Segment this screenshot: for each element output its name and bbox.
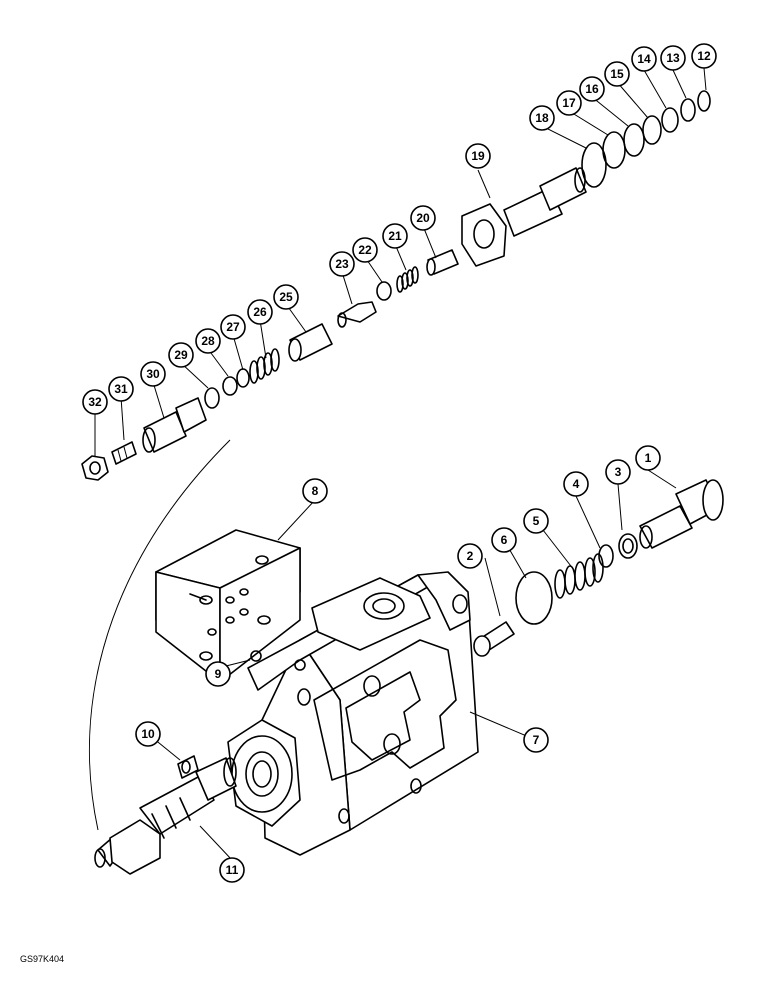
callout-label: 30: [146, 367, 160, 381]
callout-2: 2: [457, 543, 483, 569]
callout-label: 1: [645, 451, 652, 465]
part-adjuster-30: [142, 397, 207, 453]
callout-9: 9: [205, 661, 231, 687]
part-spool-11: [94, 757, 237, 875]
callout-13: 13: [660, 45, 686, 71]
callout-label: 2: [467, 549, 474, 563]
part-body-19: [461, 167, 587, 267]
part-spring-seat-27: [236, 368, 250, 388]
callout-27: 27: [220, 314, 246, 340]
callout-8: 8: [302, 478, 328, 504]
part-washer-22: [376, 281, 392, 301]
part-poppet-2: [473, 621, 515, 657]
callout-7: 7: [523, 727, 549, 753]
part-oring-14: [661, 107, 679, 133]
callout-17: 17: [556, 90, 582, 116]
callout-20: 20: [410, 205, 436, 231]
part-seat-28: [222, 376, 238, 396]
callout-label: 8: [312, 484, 319, 498]
part-plug-10: [177, 755, 199, 779]
part-oring-29: [204, 387, 220, 409]
part-oring-4: [598, 544, 614, 568]
callout-label: 23: [335, 257, 349, 271]
callout-label: 10: [141, 727, 155, 741]
callout-label: 14: [637, 52, 651, 66]
callout-16: 16: [579, 76, 605, 102]
callout-29: 29: [168, 342, 194, 368]
callout-label: 9: [215, 667, 222, 681]
callout-label: 32: [88, 395, 102, 409]
callout-label: 28: [201, 334, 215, 348]
callout-26: 26: [247, 299, 273, 325]
callout-label: 15: [610, 67, 624, 81]
callout-label: 4: [573, 477, 580, 491]
callout-label: 3: [615, 465, 622, 479]
part-spring-21: [396, 266, 419, 293]
callout-14: 14: [631, 46, 657, 72]
callout-label: 5: [533, 514, 540, 528]
part-piston-20: [426, 249, 459, 276]
callout-12: 12: [691, 43, 717, 69]
part-housing: [227, 571, 479, 856]
callout-6: 6: [491, 527, 517, 553]
part-spring-5: [554, 553, 604, 599]
callout-21: 21: [382, 223, 408, 249]
part-nut-32: [81, 455, 109, 481]
part-ring-13: [680, 98, 696, 122]
part-sleeve-25: [288, 323, 333, 362]
drawing-code: GS97K404: [20, 954, 64, 964]
part-poppet-23: [337, 301, 377, 328]
callout-label: 11: [226, 863, 239, 877]
callout-5: 5: [523, 508, 549, 534]
callout-label: 19: [471, 149, 485, 163]
callout-15: 15: [604, 61, 630, 87]
callout-leaders: [94, 67, 707, 861]
part-oring-18: [581, 142, 607, 188]
callout-18: 18: [529, 105, 555, 131]
callout-label: 25: [279, 290, 293, 304]
callout-23: 23: [329, 251, 355, 277]
callout-10: 10: [135, 721, 161, 747]
callout-22: 22: [352, 237, 378, 263]
callout-label: 16: [585, 82, 599, 96]
callout-label: 31: [114, 382, 128, 396]
callout-label: 13: [666, 51, 680, 65]
part-cartridge-1: [639, 479, 724, 549]
callout-label: 20: [416, 211, 430, 225]
assembly-guide-line: [89, 439, 231, 831]
callout-label: 17: [562, 96, 576, 110]
callout-11: 11: [219, 857, 245, 883]
part-ring-15: [642, 115, 662, 145]
part-oring-16: [623, 123, 645, 157]
callout-label: 7: [533, 733, 540, 747]
callout-28: 28: [195, 328, 221, 354]
part-screw-31: [111, 441, 137, 465]
callout-31: 31: [108, 376, 134, 402]
part-oring-9: [250, 650, 262, 662]
callout-label: 21: [388, 229, 402, 243]
callout-1: 1: [635, 445, 661, 471]
callout-label: 22: [358, 243, 372, 257]
callout-3: 3: [605, 459, 631, 485]
callout-label: 6: [501, 533, 508, 547]
callout-19: 19: [465, 143, 491, 169]
callout-32: 32: [82, 389, 108, 415]
part-oring-6: [515, 571, 553, 625]
callout-label: 12: [697, 49, 711, 63]
part-ring-3: [618, 533, 638, 559]
callout-25: 25: [273, 284, 299, 310]
part-ring-17: [602, 131, 626, 169]
part-mounting-plate: [155, 529, 301, 683]
callout-label: 29: [174, 348, 188, 362]
plate-studs: [189, 555, 271, 661]
callout-label: 18: [535, 111, 549, 125]
part-spring-26: [249, 348, 280, 384]
callout-30: 30: [140, 361, 166, 387]
callout-label: 27: [226, 320, 240, 334]
callout-label: 26: [253, 305, 267, 319]
callout-4: 4: [563, 471, 589, 497]
part-oring-12: [697, 90, 711, 112]
